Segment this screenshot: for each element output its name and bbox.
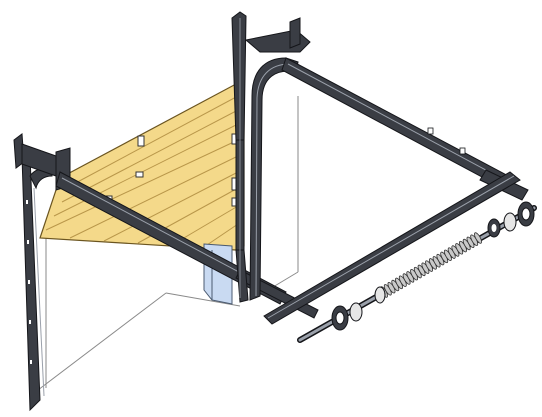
curved-track: [244, 17, 311, 301]
torsion-spring: [380, 232, 482, 298]
cable-drum-left: [331, 302, 363, 331]
center-bearing: [487, 218, 501, 238]
right-vertical-track: [231, 11, 249, 303]
track-holes: [26, 200, 32, 364]
left-vertical-track: [21, 155, 53, 412]
right-horizontal-track: [281, 57, 529, 201]
rear-cross-angle: [263, 171, 521, 325]
door-panel: [39, 83, 245, 251]
side-floor-line-b: [37, 292, 167, 391]
side-floor-line-a: [165, 292, 241, 307]
door-panel-grooves: [45, 95, 239, 248]
spring-coil: [474, 232, 482, 244]
spring-cone: [374, 286, 386, 304]
cable-drum-right: [503, 201, 535, 232]
